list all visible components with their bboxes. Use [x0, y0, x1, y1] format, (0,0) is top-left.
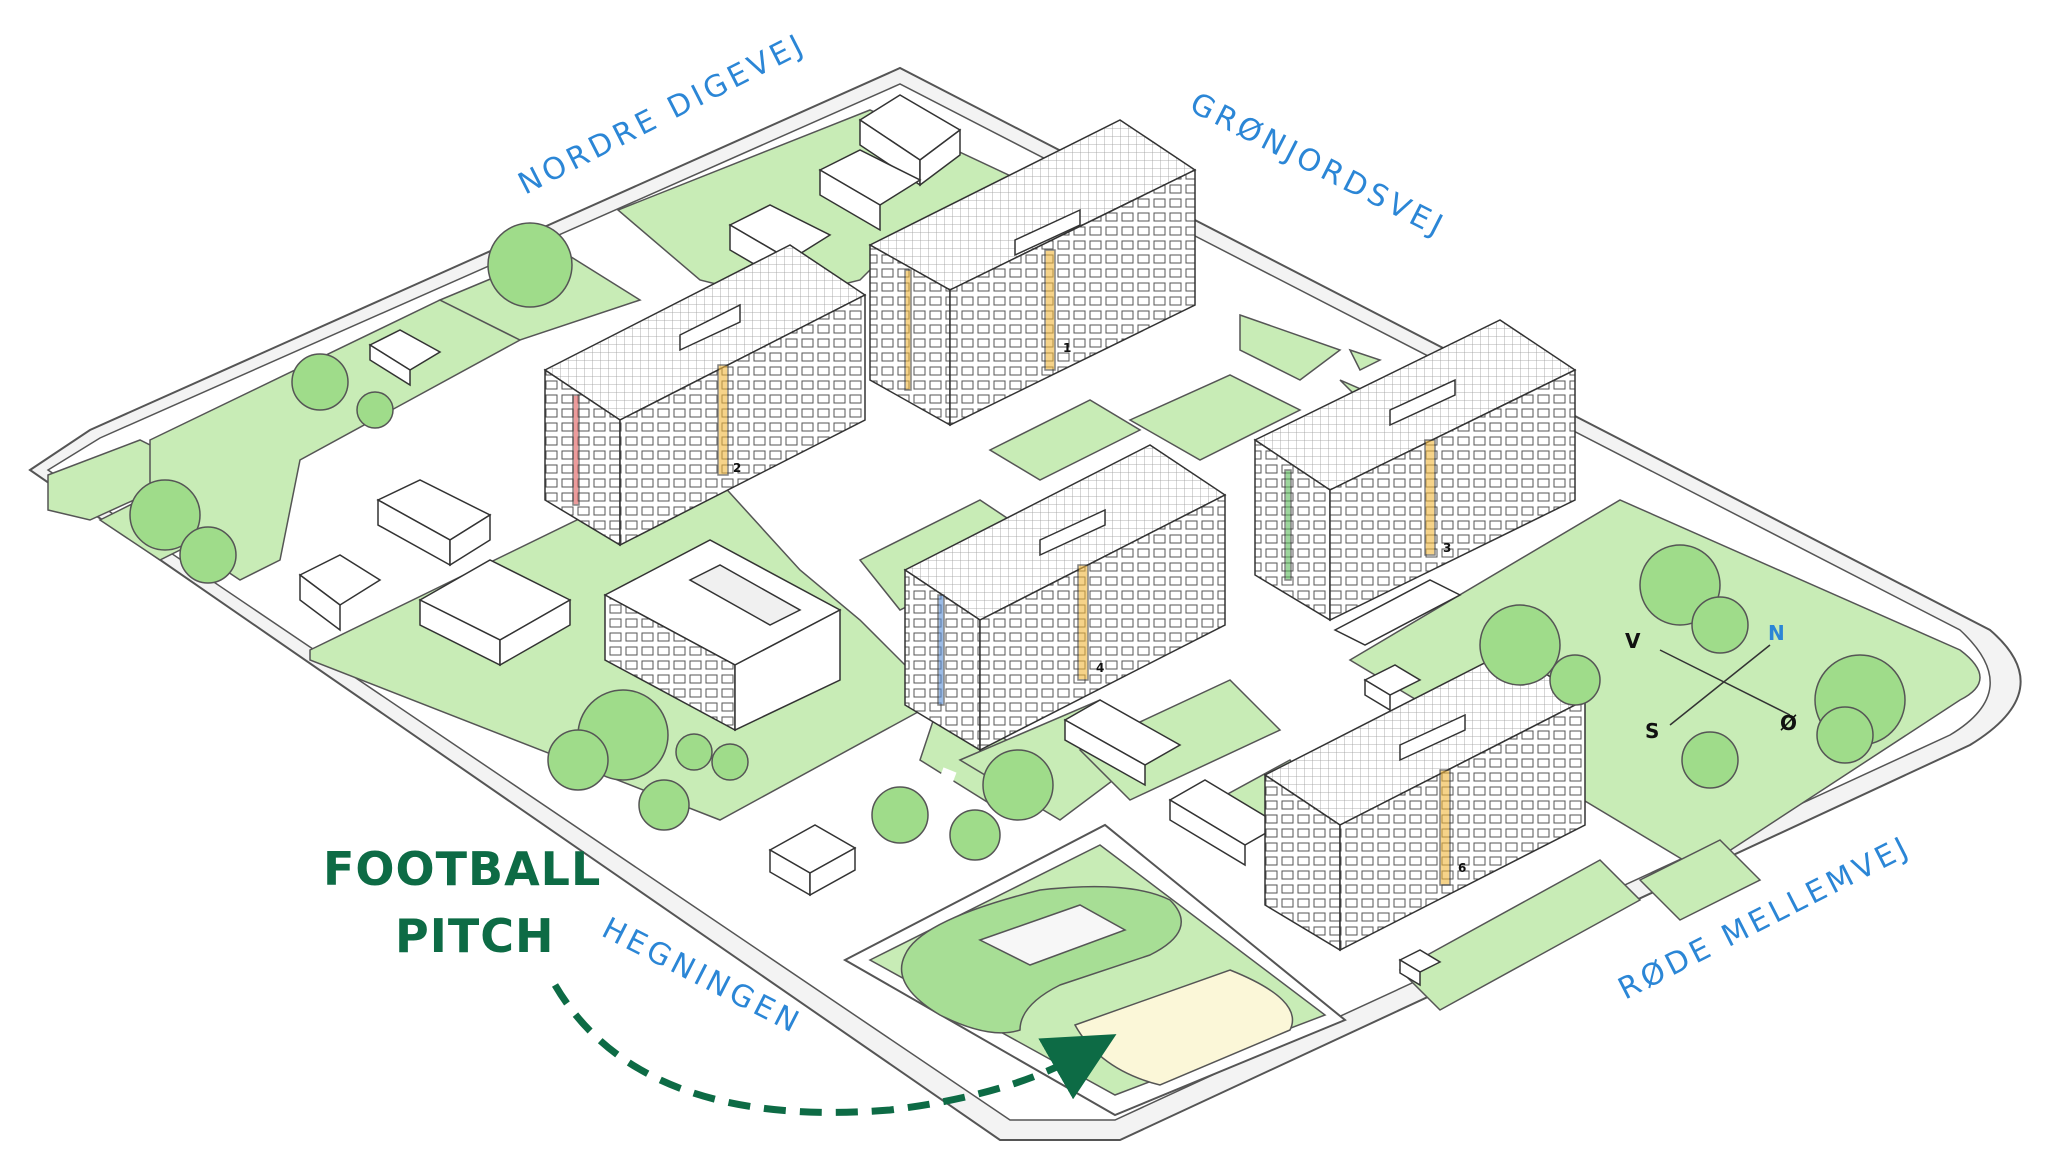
compass-east: Ø [1780, 711, 1797, 735]
street-label-gronjordsvej: GRØNJORDSVEJ [1184, 86, 1451, 245]
building-number-3: 3 [1443, 541, 1451, 555]
callout-arrow [551, 983, 1117, 1116]
apartment-blocks [543, 119, 1587, 952]
building-number-2: 2 [733, 461, 741, 475]
trees [129, 222, 1906, 861]
tree-icon [356, 391, 394, 429]
football-pitch-callout: FOOTBALL PITCH [323, 842, 1117, 1116]
compass-rose: N V S Ø [1625, 621, 1797, 743]
tree-icon [675, 733, 713, 771]
building-number-1: 1 [1063, 341, 1071, 355]
callout-line-2: PITCH [395, 909, 554, 963]
compass-west: V [1625, 629, 1641, 653]
tree-icon [291, 353, 349, 411]
sports-hall [603, 539, 842, 732]
tree-icon [1691, 596, 1749, 654]
tree-icon [711, 743, 749, 781]
tree-icon [129, 479, 201, 551]
building-number-6: 6 [1458, 861, 1466, 875]
apartment-block-6 [1263, 649, 1587, 952]
tree-icon [179, 526, 237, 584]
tree-icon [1816, 706, 1874, 764]
apartment-block-2 [543, 244, 867, 547]
compass-south: S [1645, 719, 1659, 743]
tree-icon [949, 809, 1001, 861]
apartment-block-3 [1253, 319, 1577, 622]
tree-icon [982, 749, 1054, 821]
tree-icon [1549, 654, 1601, 706]
tree-icon [871, 786, 929, 844]
tree-icon [547, 729, 609, 791]
compass-north: N [1768, 621, 1785, 645]
tree-icon [638, 779, 690, 831]
building-number-4: 4 [1096, 661, 1104, 675]
apartment-block-1 [868, 119, 1197, 427]
tree-icon [1479, 604, 1561, 686]
football-pitch-area [842, 823, 1347, 1117]
apartment-block-4 [903, 444, 1227, 752]
tree-icon [1681, 731, 1739, 789]
callout-line-1: FOOTBALL [323, 842, 601, 896]
building-numbers: 1 2 3 4 6 [733, 341, 1466, 875]
tree-icon [487, 222, 573, 308]
